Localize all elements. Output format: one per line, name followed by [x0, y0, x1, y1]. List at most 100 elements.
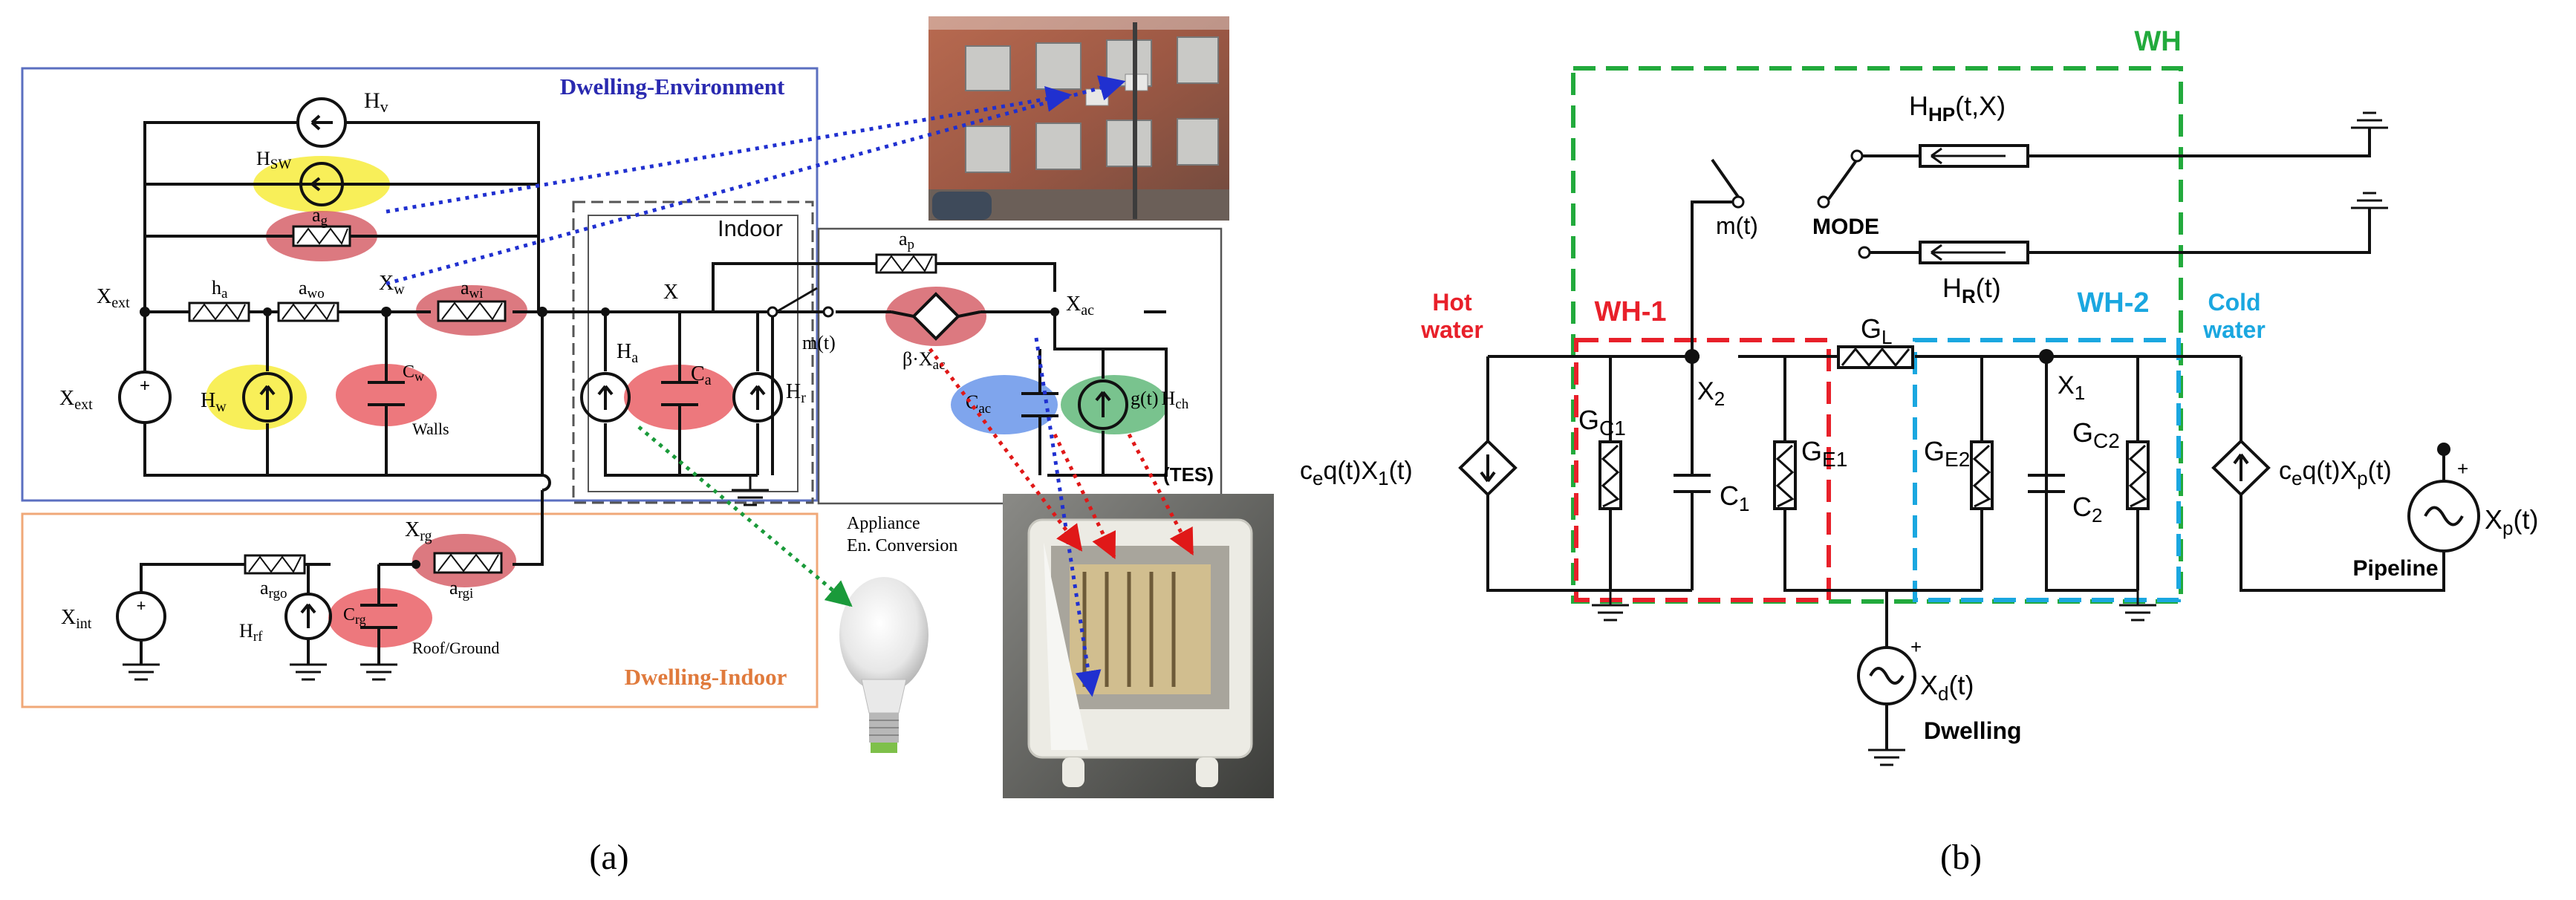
xw-node — [381, 307, 391, 317]
walls-label: Walls — [412, 420, 449, 438]
ha-label: Ha — [617, 340, 638, 366]
crg-capacitor — [360, 604, 397, 629]
awi-label: awi — [461, 277, 484, 301]
indoor-inner-box — [588, 215, 799, 492]
ca-label: Ca — [691, 362, 712, 388]
cold-water-label-2: water — [2202, 316, 2266, 343]
xw-label: Xw — [379, 272, 405, 298]
hot-water-label-1: Hot — [1432, 289, 1472, 316]
panel-a: Dwelling-Environment Dwelling-Indoor Ind… — [21, 16, 1274, 877]
dwelling-indoor-box — [21, 512, 819, 708]
gc2-label: GC2 — [2072, 417, 2120, 452]
hot-water-label-2: water — [1420, 316, 1483, 343]
ha-source — [580, 372, 631, 423]
svg-text:+: + — [2457, 457, 2468, 480]
dwelling-environment-box — [21, 67, 819, 502]
hw-label: Hw — [201, 389, 227, 415]
dwelling-label: Dwelling — [1924, 717, 2022, 744]
beta-dependent-source — [911, 292, 960, 341]
ge2-label: GE2 — [1924, 436, 1970, 471]
awo-label: awo — [299, 277, 325, 301]
gt-hch-label: g(t)Hch — [1131, 388, 1189, 412]
ge1-label: GE1 — [1801, 436, 1847, 471]
indoor-ground — [732, 475, 769, 506]
roof-ground-label: Roof/Ground — [412, 639, 499, 657]
indoor-roof-wires — [140, 490, 544, 665]
argi-label: argi — [449, 577, 473, 601]
cac-highlight — [951, 375, 1058, 434]
beta-label: β·Xac — [902, 348, 946, 373]
left-source-label: ceq(t)X1(t) — [1300, 457, 1413, 489]
crg-label: Crg — [343, 605, 366, 627]
ca-highlight — [624, 365, 735, 430]
x-node-label: X — [663, 281, 678, 304]
appliance-label-2: En. Conversion — [847, 536, 957, 555]
xext-source-label: Xext — [59, 387, 93, 413]
xext-voltage-source — [118, 371, 172, 424]
heater-photo — [1003, 494, 1274, 798]
bulb-photo — [839, 577, 928, 753]
tes-label: (TES) — [1163, 463, 1214, 486]
pipeline-label: Pipeline — [2352, 556, 2438, 581]
panel-b: WH WH-1 WH-2 Hot water Cold water — [1300, 26, 2538, 877]
svg-text:+: + — [140, 376, 150, 396]
svg-text:+: + — [1910, 636, 1922, 658]
gc1-label: GC1 — [1578, 405, 1626, 440]
wh2-label: WH-2 — [2077, 287, 2149, 319]
hw-source — [242, 372, 293, 423]
mode-label: MODE — [1812, 215, 1879, 239]
hsw-label: HSW — [256, 148, 291, 172]
mt-label-b: m(t) — [1716, 212, 1758, 239]
xint-label: Xint — [61, 606, 92, 632]
awi-resistor — [437, 300, 507, 322]
hr-label-b: HR(t) — [1942, 273, 2001, 307]
indoor-dashed-box — [572, 200, 814, 504]
gt-hch-source — [1078, 379, 1128, 430]
wh1-box — [1574, 338, 1831, 602]
x2-node — [1685, 349, 1700, 364]
wh-box — [1571, 66, 2183, 604]
wh-wires — [1486, 200, 2445, 750]
hr-source — [732, 372, 783, 423]
xext-node — [140, 307, 150, 317]
ha-res-label: ha — [212, 277, 228, 301]
x1-label: X1 — [2058, 371, 2085, 404]
mt-label-a: m(t) — [802, 332, 836, 353]
crg-highlight — [328, 588, 432, 648]
hhp-label: HHP(t,X) — [1909, 91, 2006, 125]
gl-label: GL — [1861, 313, 1892, 348]
indoor-label: Indoor — [718, 215, 783, 241]
hch-highlight — [1061, 375, 1168, 434]
building-photo — [928, 16, 1229, 221]
ag-label: ag — [312, 204, 328, 229]
c1-capacitor — [1674, 474, 1711, 493]
c2-label: C2 — [2072, 492, 2102, 526]
c1-label: C1 — [1720, 480, 1749, 515]
hrf-source — [284, 593, 332, 640]
x1-node — [2039, 349, 2054, 364]
roof-grounds — [123, 663, 397, 681]
xrg-label: Xrg — [405, 518, 432, 544]
wh-grounds — [1592, 111, 2388, 766]
xp-label: Xp(t) — [2485, 504, 2538, 539]
right-source-label: ceq(t)Xp(t) — [2279, 457, 2392, 489]
svg-text:+: + — [137, 596, 146, 615]
wh-label: WH — [2134, 26, 2181, 57]
hsw-source — [299, 162, 344, 206]
appliance-label-1: Appliance — [847, 514, 920, 533]
indoor-wires — [604, 262, 1168, 477]
wh2-box — [1913, 338, 2181, 602]
xac-label: Xac — [1066, 293, 1094, 319]
hrf-label: Hrf — [239, 620, 263, 645]
cw-label: Cw — [403, 362, 424, 384]
hr-label: Hr — [786, 380, 806, 406]
ca-capacitor — [661, 381, 698, 406]
cold-water-label-1: Cold — [2208, 289, 2260, 316]
xext-node-label: Xext — [97, 285, 130, 311]
hv-label: Hv — [364, 88, 388, 116]
argo-label: argo — [260, 577, 287, 601]
cw-capacitor — [368, 381, 405, 406]
dwelling-environment-label: Dwelling-Environment — [560, 74, 785, 100]
hw-highlight — [206, 365, 307, 430]
